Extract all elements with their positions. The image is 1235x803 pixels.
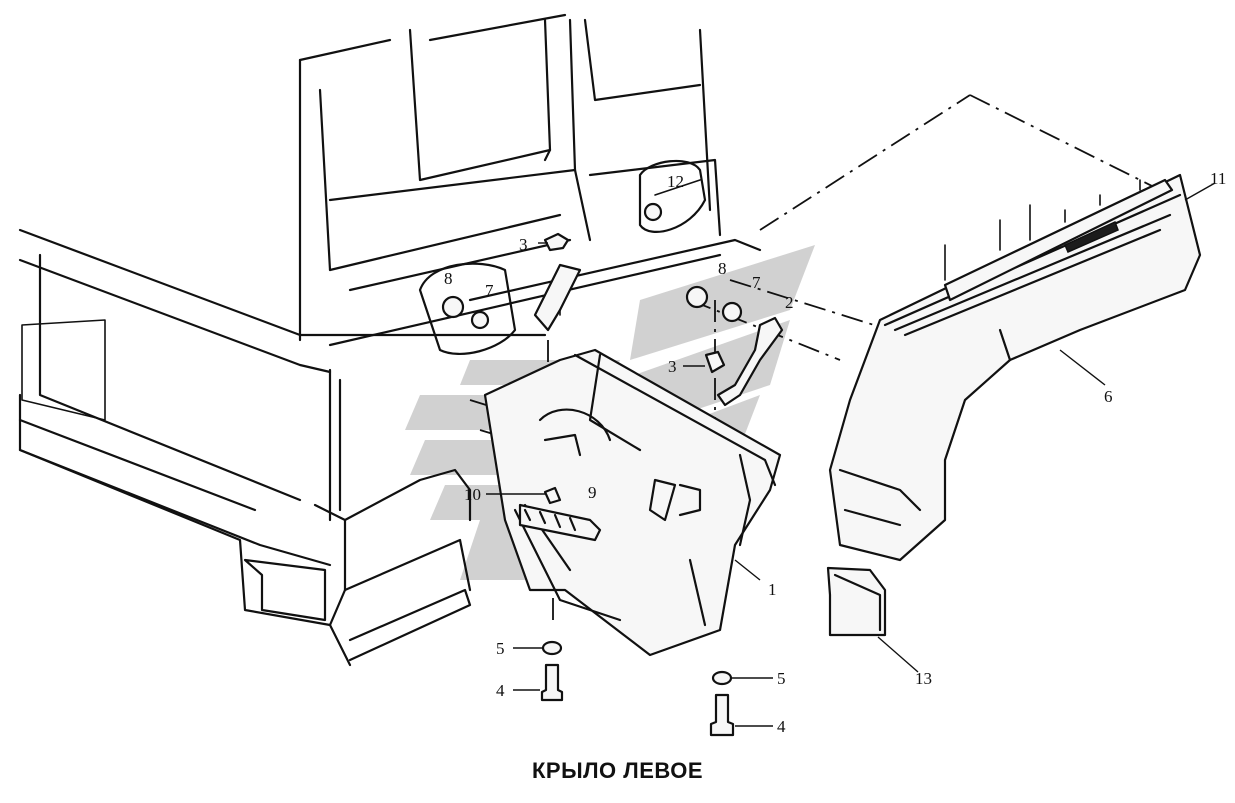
part-6-fender [828,173,1202,562]
leader-lines [486,182,1216,727]
callout-5-right: 5 [777,669,786,688]
callout-3-lower: 3 [668,357,677,376]
part-13-clip [826,566,887,637]
diagram-caption: КРЫЛО ЛЕВОЕ [531,758,704,783]
callout-9: 9 [588,483,597,502]
callout-13: 13 [915,669,932,688]
part-11-trim [943,178,1174,302]
cab-body [18,13,762,667]
callout-8-left: 8 [444,269,453,288]
callout-3-upper: 3 [519,235,528,254]
part-2-bracket [533,263,784,407]
callout-6: 6 [1104,387,1113,406]
callout-12: 12 [667,172,684,191]
fasteners [441,202,743,374]
callout-11: 11 [1210,169,1226,188]
callout-2: 2 [785,293,794,312]
callout-5-left: 5 [496,639,505,658]
part-1-mudguard [483,348,782,657]
callout-4-left: 4 [496,681,505,700]
callout-10: 10 [464,485,481,504]
bolts-4-5 [540,640,735,737]
callout-4-right: 4 [777,717,786,736]
part-9-bolt [518,503,602,542]
callouts: 1 2 3 3 4 4 5 5 6 7 7 8 8 9 10 11 12 13 [444,169,1226,736]
part-10-washer [543,486,562,505]
callout-8-right: 8 [718,259,727,278]
callout-7-left: 7 [485,281,494,300]
callout-1: 1 [768,580,777,599]
callout-7-right: 7 [752,273,761,292]
